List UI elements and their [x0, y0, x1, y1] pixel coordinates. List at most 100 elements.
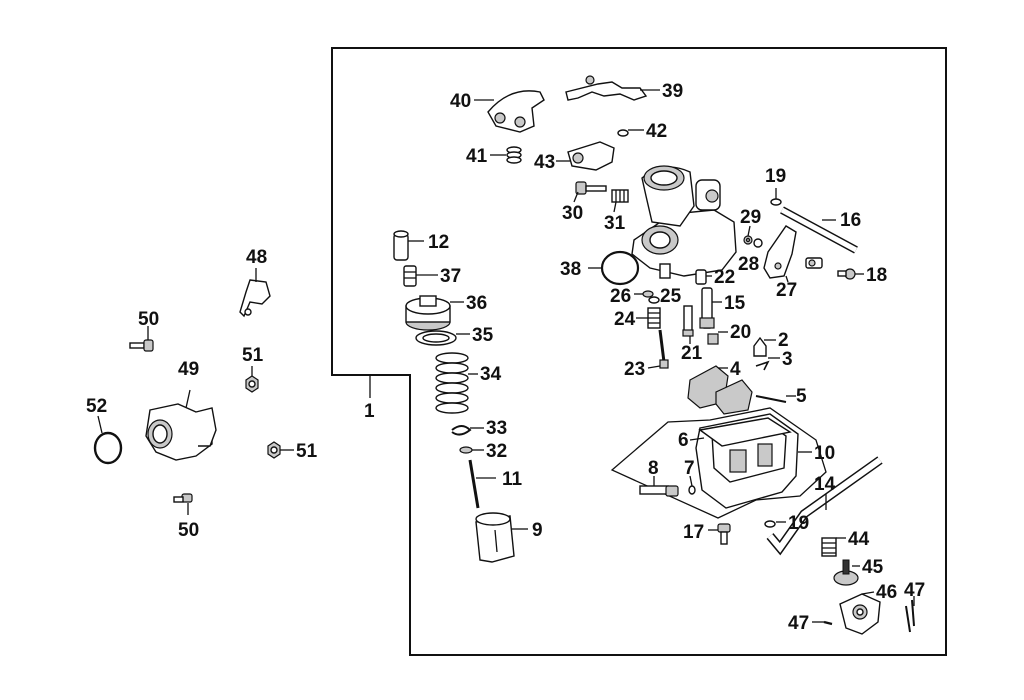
- part-4-float: [687, 365, 753, 415]
- callout-36: 36: [466, 293, 487, 314]
- callout-2: 2: [778, 330, 789, 351]
- part-32-washer: [459, 446, 484, 454]
- part-2-plunger: [753, 336, 776, 357]
- part-51-nut-upper: [245, 366, 259, 393]
- callout-15: 15: [724, 293, 746, 314]
- callout-51-upper: 51: [242, 345, 264, 366]
- part-11-needle: [468, 459, 496, 509]
- callout-39: 39: [662, 81, 683, 102]
- callout-46: 46: [876, 582, 897, 603]
- part-15-needle-jet: [699, 287, 722, 329]
- callout-5: 5: [796, 386, 807, 407]
- callout-45: 45: [862, 557, 884, 578]
- part-44-spring: [821, 537, 846, 557]
- part-25-washer: [648, 296, 660, 304]
- callout-1: 1: [364, 401, 375, 422]
- callout-4: 4: [730, 359, 741, 380]
- callout-23: 23: [624, 359, 645, 380]
- callout-8: 8: [648, 458, 659, 479]
- callout-9: 9: [532, 520, 543, 541]
- part-33-clip: [451, 425, 484, 436]
- callout-35: 35: [472, 325, 494, 346]
- part-choke-nut: [805, 257, 823, 269]
- part-23-idle-screw: [647, 329, 669, 369]
- callout-52: 52: [86, 396, 107, 417]
- callout-11: 11: [502, 469, 523, 490]
- callout-18: 18: [866, 265, 887, 286]
- callout-12: 12: [428, 232, 449, 253]
- part-16-hose: [780, 206, 858, 254]
- part-52-o-ring: [93, 415, 123, 465]
- part-19-clip-lower: [764, 520, 786, 528]
- callout-20: 20: [730, 322, 751, 343]
- float-bowl-outline: [610, 407, 827, 519]
- part-6-gasket: [689, 417, 792, 447]
- part-48-bracket: [239, 268, 271, 318]
- part-50-bolt-upper: [129, 326, 154, 352]
- part-22-jet-holder: [695, 269, 712, 285]
- part-27-choke-lever: [763, 225, 797, 283]
- callout-48: 48: [246, 247, 267, 268]
- part-47-screw-right: [905, 596, 915, 633]
- part-5-float-pin: [755, 395, 796, 403]
- part-40-lever: [474, 90, 545, 133]
- part-21-main-jet: [682, 305, 694, 344]
- callout-19-upper: 19: [765, 166, 786, 187]
- part-42-o-ring: [617, 129, 644, 137]
- part-38-o-ring: [588, 250, 640, 286]
- callout-27: 27: [776, 280, 797, 301]
- part-18-screw: [837, 268, 864, 280]
- callout-49: 49: [178, 359, 199, 380]
- part-37-adjuster: [403, 265, 438, 287]
- callout-17: 17: [683, 522, 704, 543]
- part-19-clip-upper: [770, 188, 782, 206]
- callout-31: 31: [604, 213, 626, 234]
- part-8-screw: [639, 476, 679, 497]
- part-7-o-ring: [688, 475, 696, 495]
- part-47-screw-left: [812, 620, 833, 626]
- part-34-spring: [435, 352, 478, 414]
- callout-38: 38: [560, 259, 581, 280]
- callout-14: 14: [814, 474, 836, 495]
- part-46-cover: [839, 591, 881, 635]
- part-14-drain-hose: [766, 456, 883, 556]
- part-49-intake-manifold: [145, 389, 217, 461]
- part-9-throttle-slide: [475, 512, 528, 563]
- part-3-clip: [755, 357, 780, 371]
- part-43-shaft-lever: [556, 141, 615, 171]
- callout-47-right: 47: [904, 580, 925, 601]
- callout-47-left: 47: [788, 613, 809, 634]
- callout-40: 40: [450, 91, 471, 112]
- assembly-frame: [331, 47, 947, 656]
- callout-26: 26: [610, 286, 631, 307]
- part-50-bolt-lower: [173, 493, 193, 515]
- callout-32: 32: [486, 441, 507, 462]
- part-36-top-cap: [405, 295, 464, 331]
- callout-51-lower: 51: [296, 441, 318, 462]
- callout-25: 25: [660, 286, 682, 307]
- callout-24: 24: [614, 309, 636, 330]
- part-24-spring: [636, 307, 661, 329]
- callout-42: 42: [646, 121, 667, 142]
- callout-41: 41: [466, 146, 488, 167]
- callout-33: 33: [486, 418, 507, 439]
- part-45-diaphragm: [833, 559, 860, 586]
- part-39-bracket: [565, 75, 660, 101]
- part-12-cap-tube: [393, 230, 424, 261]
- part-28-washer: [753, 238, 763, 248]
- callout-16: 16: [840, 210, 861, 231]
- part-41-spring: [490, 146, 522, 164]
- part-carburetor-body: [631, 165, 737, 279]
- callout-29: 29: [740, 207, 761, 228]
- callout-44: 44: [848, 529, 870, 550]
- part-20-jet: [707, 331, 728, 345]
- part-31-spring: [611, 189, 629, 213]
- callout-50-upper: 50: [138, 309, 159, 330]
- callout-10: 10: [814, 443, 835, 464]
- callout-21: 21: [681, 343, 703, 364]
- part-51-nut-lower: [267, 441, 294, 459]
- callout-22: 22: [714, 267, 735, 288]
- callout-28: 28: [738, 254, 759, 275]
- callout-30: 30: [562, 203, 583, 224]
